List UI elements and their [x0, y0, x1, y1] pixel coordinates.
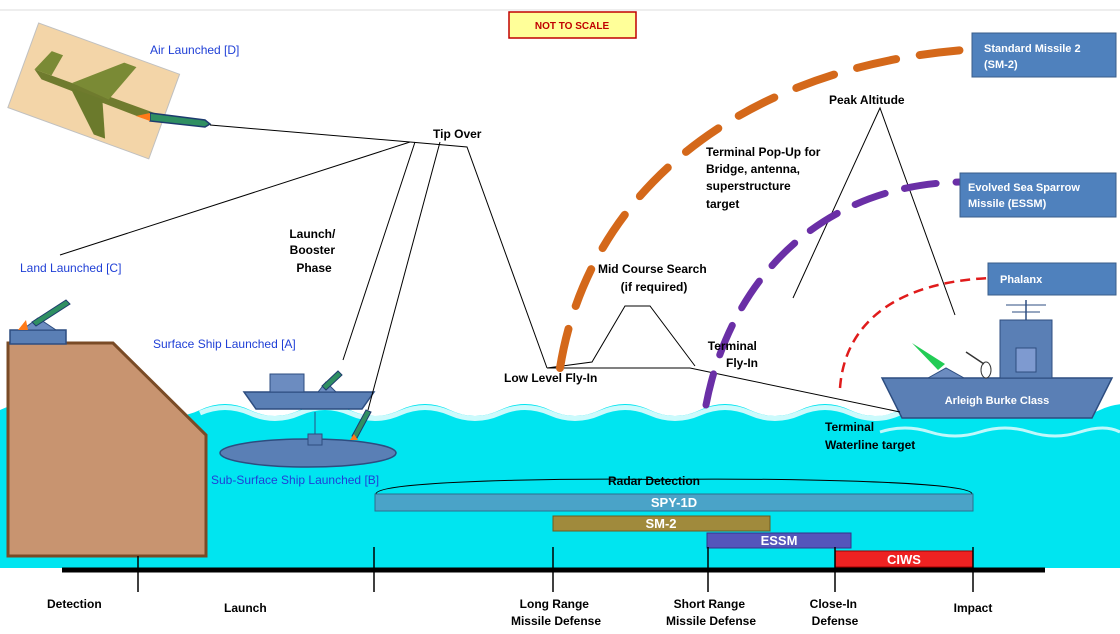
sm2-box-line-1: Standard Missile 2: [984, 43, 1081, 55]
essm-box-line-2: Missile (ESSM): [968, 198, 1047, 210]
traj-land-to-tipover: [59, 141, 411, 256]
air-launched-label: Air Launched [D]: [150, 43, 239, 57]
essm-box-line-1: Evolved Sea Sparrow: [968, 182, 1080, 194]
traj-air-to-tipover: [209, 124, 411, 143]
sm2-box-label: Standard Missile 2 (SM-2): [984, 43, 1084, 71]
traj-tipover-to-low-level: [409, 141, 548, 369]
essm-box: [959, 172, 1117, 218]
close-in-line-1: Close-In: [810, 597, 857, 611]
terminal-popup-line-2: Bridge, antenna,: [706, 162, 800, 176]
land-missile: [31, 299, 71, 327]
arleigh-burke-launcher: [926, 367, 966, 379]
bar-essm: [706, 532, 852, 549]
terminal-popup-line-3: superstructure: [706, 179, 791, 193]
terminal-popup-line-4: target: [706, 197, 739, 211]
bar-spy-label: SPY-1D: [651, 495, 697, 510]
launch-booster-line-1: Launch/: [289, 227, 336, 241]
aircraft-body: [34, 69, 157, 119]
essm-trajectory: [702, 178, 964, 409]
timeline-impact-label: Impact: [954, 601, 993, 615]
land-cliff: [6, 341, 208, 558]
land-missile-glow: [18, 320, 28, 330]
short-range-line-2: Missile Defense: [666, 614, 756, 628]
peak-altitude-label: Peak Altitude: [829, 93, 905, 107]
sm2-box-line-2: (SM-2): [984, 59, 1018, 71]
subsurface-launched-label: Sub-Surface Ship Launched [B]: [211, 473, 379, 487]
launch-booster-line-2: Booster: [290, 243, 336, 257]
phalanx-box: [987, 262, 1117, 296]
air-missile-flame: [136, 113, 150, 121]
aircraft-wing: [72, 62, 137, 100]
arleigh-burke-label: Arleigh Burke Class: [945, 395, 1050, 407]
terminal-flyin-line-2: Fly-In: [726, 356, 758, 370]
tip-over-label: Tip Over: [433, 127, 482, 141]
timeline-launch-label: Launch: [224, 601, 267, 615]
sm2-trajectory: [556, 44, 1004, 372]
traj-waterline: [547, 367, 901, 413]
terminal-flyin-line-1: Terminal: [708, 339, 757, 353]
bar-spy: [374, 493, 974, 512]
launch-booster-label: Launch/ Booster Phase: [289, 227, 338, 275]
aircraft: [7, 22, 181, 160]
land-launcher-base: [9, 329, 67, 345]
essm-launch-plume: [912, 343, 945, 370]
bar-sm2-label: SM-2: [645, 516, 676, 531]
timeline-detection-label: Detection: [47, 597, 102, 611]
traj-sub-to-tipover: [367, 141, 441, 411]
terminal-flyin-label: Terminal Fly-In: [708, 339, 760, 370]
close-in-line-2: Defense: [812, 614, 859, 628]
bar-essm-label: ESSM: [761, 533, 798, 548]
radar-detection-brace: [375, 478, 973, 495]
arleigh-burke-ciws-barrel: [965, 351, 985, 365]
land-launched-label: Land Launched [C]: [20, 261, 121, 275]
aircraft-tail: [34, 51, 64, 76]
surface-ship-hull: [242, 391, 376, 410]
long-range-line-2: Missile Defense: [511, 614, 601, 628]
terminal-popup-label: Terminal Pop-Up for Bridge, antenna, sup…: [706, 145, 824, 211]
timeline-short-range-label: Short Range Missile Defense: [666, 597, 756, 628]
trajectory-lines: [59, 106, 956, 413]
arleigh-burke-radar: [1015, 347, 1037, 373]
timeline-close-in-label: Close-In Defense: [810, 597, 861, 628]
aircraft-wing-2: [70, 87, 106, 139]
launch-booster-line-3: Phase: [296, 261, 332, 275]
surface-missile: [321, 370, 343, 391]
radar-detection-label: Radar Detection: [608, 474, 700, 488]
short-range-line-1: Short Range: [674, 597, 746, 611]
surface-ship-bridge: [269, 373, 305, 393]
submarine-sail: [307, 433, 323, 446]
phalanx-trajectory: [838, 276, 991, 389]
not-to-scale-label: NOT TO SCALE: [535, 21, 610, 32]
timeline-long-range-label: Long Range Missile Defense: [511, 597, 601, 628]
low-level-flyin-label: Low Level Fly-In: [504, 371, 597, 385]
terminal-popup-line-1: Terminal Pop-Up for: [706, 145, 821, 159]
mid-course-line-2: (if required): [621, 280, 688, 294]
bar-sm2: [552, 515, 771, 532]
traj-midcourse: [546, 305, 696, 369]
phalanx-box-label: Phalanx: [1000, 274, 1043, 286]
sea-wave-highlight-2: [879, 426, 1120, 438]
traj-peak-altitude: [792, 106, 956, 316]
mid-course-label: Mid Course Search (if required): [598, 262, 710, 294]
terminal-waterline-line-1: Terminal: [825, 420, 874, 434]
timeline-ticks: [137, 547, 974, 592]
sub-missile-flame: [350, 434, 358, 440]
terminal-waterline-label: Terminal Waterline target: [825, 420, 915, 452]
mid-course-line-1: Mid Course Search: [598, 262, 707, 276]
terminal-waterline-line-2: Waterline target: [825, 438, 915, 452]
bar-ciws-label: CIWS: [887, 552, 921, 567]
traj-surface-to-tipover: [342, 141, 416, 361]
arleigh-burke-ciws: [980, 361, 992, 379]
not-to-scale-box: [508, 11, 637, 39]
long-range-line-1: Long Range: [520, 597, 590, 611]
sm2-box: [971, 32, 1117, 78]
surface-launched-label: Surface Ship Launched [A]: [153, 337, 296, 351]
essm-box-label: Evolved Sea Sparrow Missile (ESSM): [968, 182, 1083, 210]
